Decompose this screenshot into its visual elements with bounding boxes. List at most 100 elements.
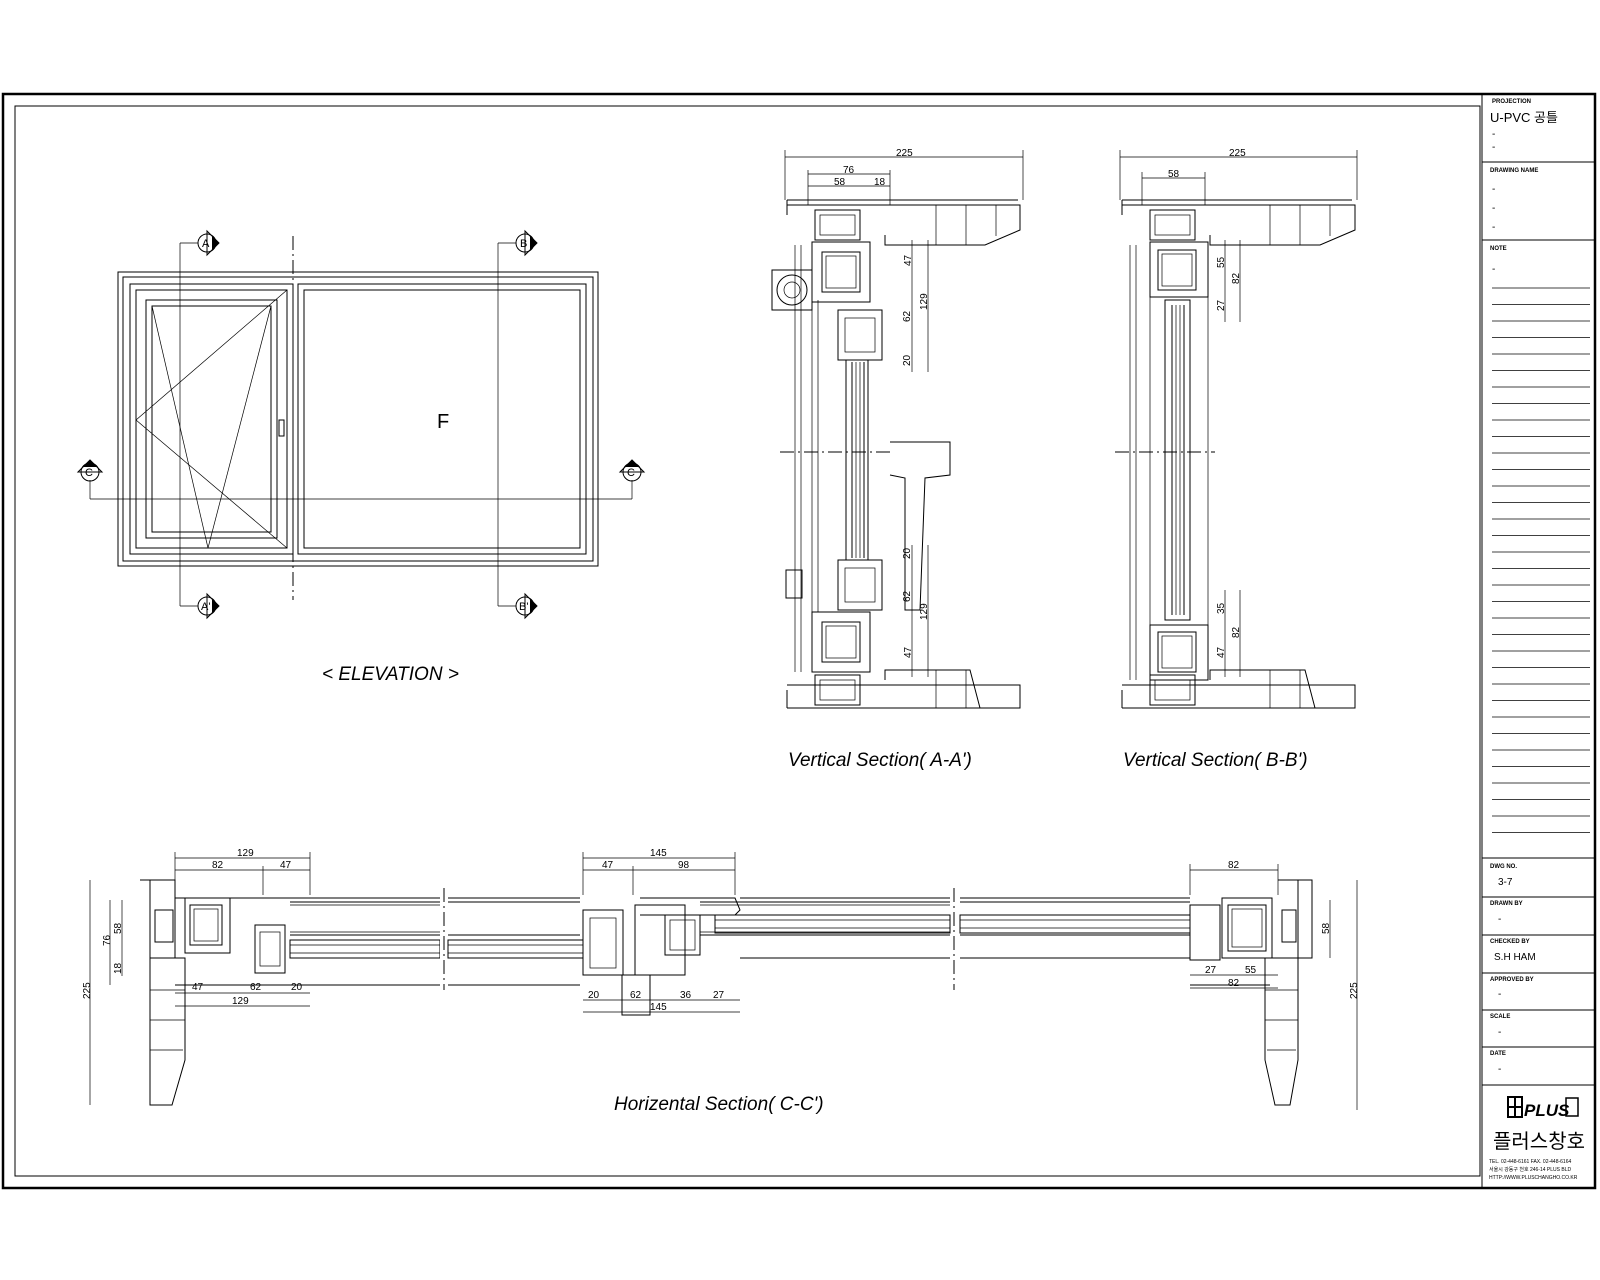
handle-icon [278,419,285,437]
date-label: DATE [1490,1051,1506,1057]
marker-b: B [498,229,538,257]
svg-text:47: 47 [1216,646,1227,658]
note-lines [1492,287,1590,833]
svg-text:145: 145 [650,848,667,859]
drawing-name-label: DRAWING NAME [1490,168,1538,174]
svg-text:B': B' [519,601,528,613]
contact-line-3: HTTP://WWW.PLUSCHANGHO.CO.KR [1489,1175,1578,1181]
section-bb: 225 58 [1115,148,1358,709]
svg-text:20: 20 [902,547,913,559]
checked-by-label: CHECKED BY [1490,939,1530,945]
fixed-pane-label: F [437,411,449,433]
svg-text:55: 55 [1245,965,1257,976]
approved-by-label: APPROVED BY [1490,977,1534,983]
svg-text:225: 225 [896,148,913,159]
contact-line-2: 서울시 강동구 천호 246-14 PLUS BLD [1489,1166,1571,1173]
svg-text:55: 55 [1216,256,1227,268]
svg-text:-: - [1498,989,1501,1000]
svg-text:82: 82 [1231,272,1242,284]
section-cc-caption: Horizental Section( C-C') [614,1094,824,1115]
svg-text:58: 58 [1168,169,1180,180]
svg-text:20: 20 [902,354,913,366]
company-name: 플러스창호 [1493,1130,1585,1153]
svg-text:-: - [1492,264,1495,275]
svg-text:76: 76 [843,165,855,176]
svg-text:76: 76 [102,934,113,946]
svg-text:20: 20 [588,990,600,1001]
svg-text:225: 225 [1229,148,1246,159]
svg-text:58: 58 [1321,922,1332,934]
svg-text:PLUS: PLUS [1524,1101,1570,1120]
svg-text:62: 62 [630,990,642,1001]
svg-text:62: 62 [902,310,913,322]
svg-text:27: 27 [1205,965,1217,976]
svg-text:62: 62 [902,590,913,602]
projection-label: PROJECTION [1492,99,1531,105]
company-logo: PLUS [1507,1096,1579,1120]
svg-text:-: - [1498,914,1501,925]
svg-text:129: 129 [919,603,930,620]
svg-text:62: 62 [250,982,262,993]
marker-c-right: C [618,459,646,499]
svg-text:18: 18 [874,177,886,188]
svg-text:47: 47 [602,860,614,871]
svg-text:-: - [1492,142,1495,153]
svg-text:36: 36 [680,990,692,1001]
svg-text:A': A' [201,601,210,613]
svg-text:-: - [1492,203,1495,214]
svg-text:145: 145 [650,1002,667,1013]
svg-text:58: 58 [834,177,846,188]
svg-text:-: - [1492,129,1495,140]
svg-text:225: 225 [82,982,93,999]
roller-icon [776,274,808,306]
sheet-border [1,92,1597,1190]
svg-text:C: C [627,467,635,479]
svg-text:98: 98 [678,860,690,871]
title-block: PROJECTION U-PVC 공틀 - - DRAWING NAME - -… [1482,99,1595,1181]
marker-c-left: C [76,459,104,499]
document-icon [1565,1097,1579,1117]
marker-a: A [180,229,220,257]
svg-text:47: 47 [280,860,292,871]
svg-text:-: - [1498,1064,1501,1075]
svg-text:A: A [202,238,210,250]
svg-text:B: B [520,238,527,250]
scale-label: SCALE [1490,1014,1510,1020]
note-label: NOTE [1490,246,1507,252]
svg-text:47: 47 [903,646,914,658]
drawing-area-border [14,105,1481,1177]
section-cc: 129 82 47 225 76 58 1 [82,848,1360,1110]
drawn-by-label: DRAWN BY [1490,901,1523,907]
svg-text:-: - [1492,222,1495,233]
svg-text:20: 20 [291,982,303,993]
section-aa: 225 76 58 18 [771,148,1024,709]
marker-a-prime: A' [180,592,220,620]
svg-text:35: 35 [1216,602,1227,614]
section-aa-caption: Vertical Section( A-A') [788,750,972,771]
contact-line-1: TEL. 02-448-6161 FAX. 02-448-6164 [1489,1159,1571,1165]
svg-text:82: 82 [212,860,224,871]
svg-text:-: - [1492,184,1495,195]
projection-value: U-PVC 공틀 [1490,110,1558,125]
svg-text:C: C [85,467,93,479]
svg-text:82: 82 [1228,860,1240,871]
svg-text:47: 47 [903,254,914,266]
svg-text:129: 129 [232,996,249,1007]
dwg-no-value: 3-7 [1498,877,1513,888]
section-bb-caption: Vertical Section( B-B') [1123,750,1308,771]
svg-text:129: 129 [919,293,930,310]
svg-text:82: 82 [1231,626,1242,638]
svg-text:27: 27 [1216,299,1227,311]
svg-text:225: 225 [1349,982,1360,999]
elevation-caption: < ELEVATION > [322,664,459,685]
svg-text:82: 82 [1228,978,1240,989]
svg-text:-: - [1498,1027,1501,1038]
dwg-no-label: DWG NO. [1490,864,1517,870]
svg-text:58: 58 [113,922,124,934]
svg-text:18: 18 [113,962,124,974]
checked-by-value: S.H HAM [1494,952,1536,963]
svg-text:47: 47 [192,982,204,993]
elevation-view: F [90,236,632,606]
svg-text:129: 129 [237,848,254,859]
